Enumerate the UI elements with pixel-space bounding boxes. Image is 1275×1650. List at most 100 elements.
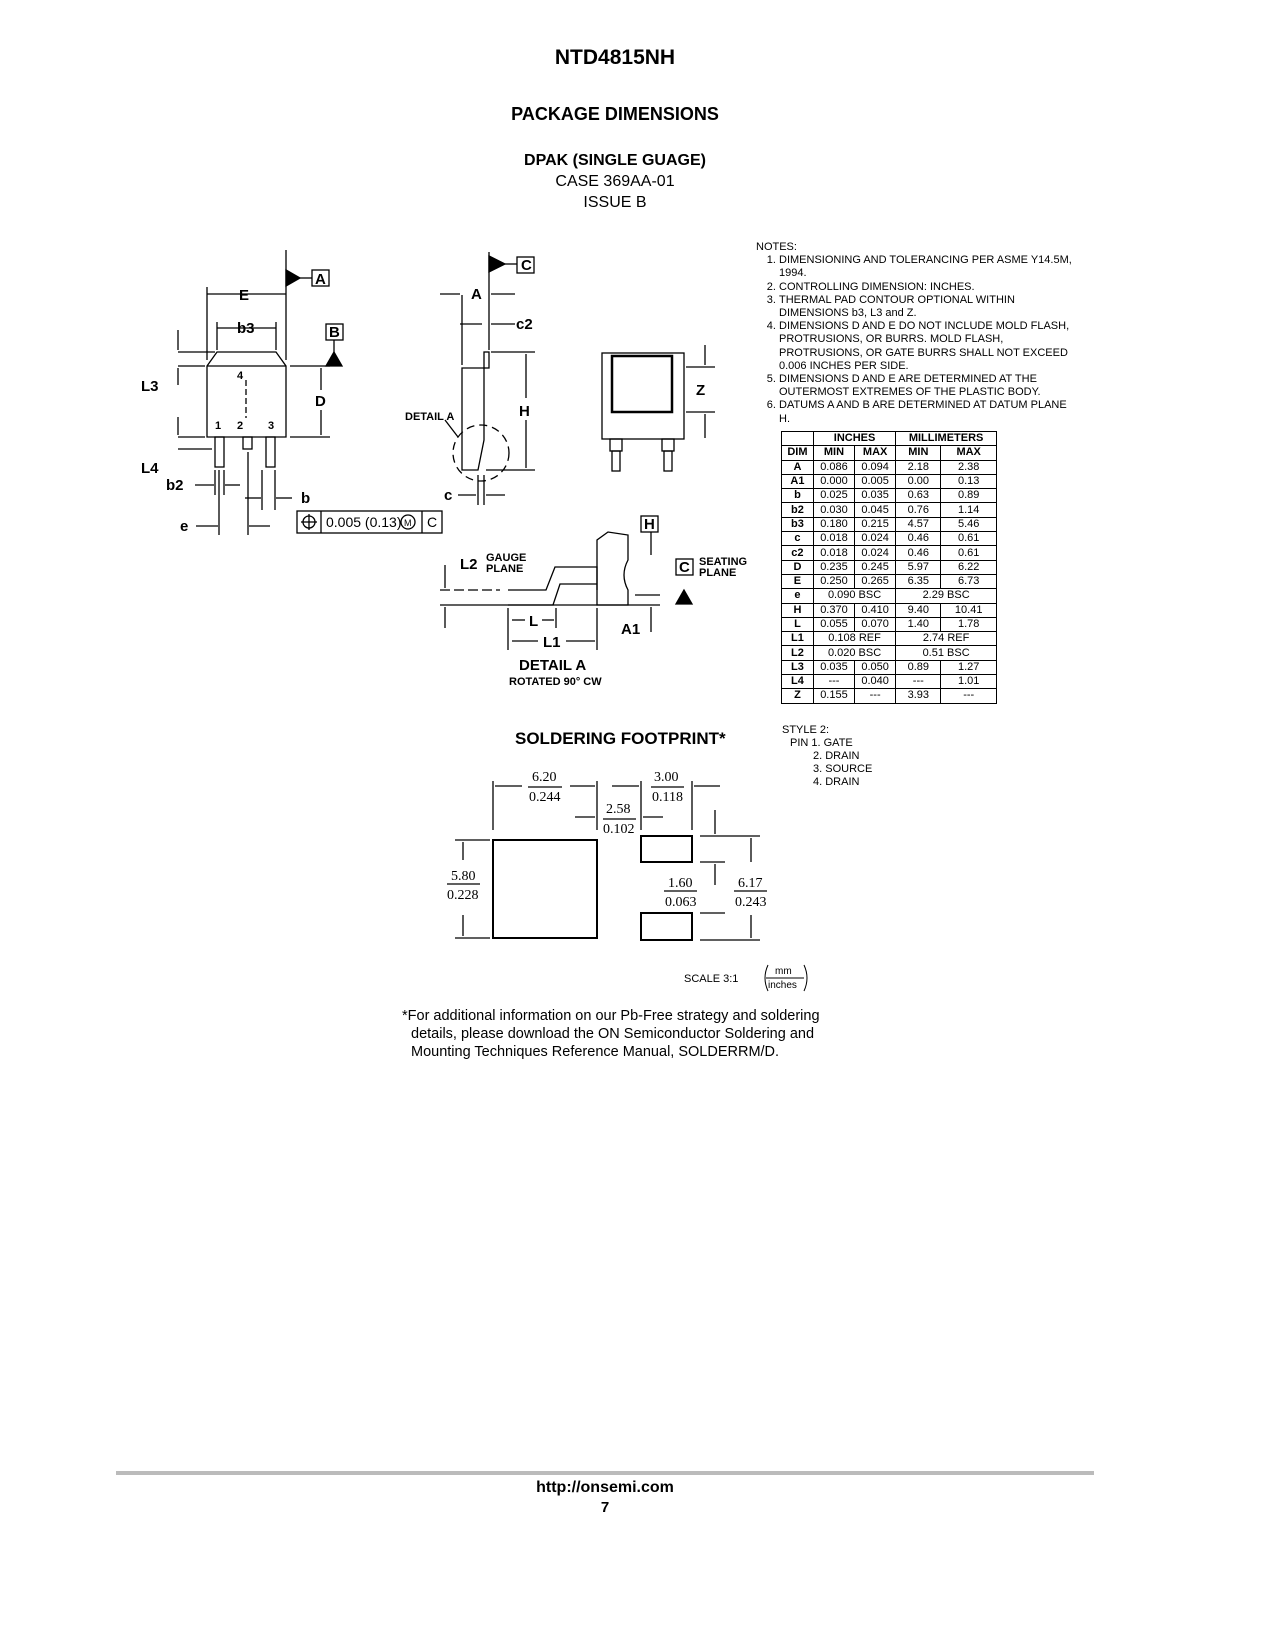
- value-cell: 0.024: [854, 545, 897, 561]
- seating-plane-label: PLANE: [699, 567, 736, 579]
- top-view: [177, 250, 344, 535]
- drawing-labels: E A b3 B L3 D L4 b2 b e 4 1 2 3 A C c2 H…: [141, 257, 797, 991]
- value-cell: ---: [854, 688, 897, 704]
- dim-cell: Z: [781, 688, 814, 704]
- value-cell: 0.245: [854, 559, 897, 575]
- tolerance-datum: C: [427, 514, 437, 530]
- value-cell: 5.46: [940, 516, 997, 533]
- label-A: A: [471, 286, 482, 303]
- value-cell: 0.370: [812, 602, 856, 618]
- datum-B: B: [329, 324, 340, 341]
- label-c2: c2: [516, 316, 533, 333]
- dim-mm: 3.00: [654, 770, 679, 785]
- note: DIMENSIONS D AND E ARE DETERMINED AT THE…: [779, 373, 1076, 399]
- col-header: DIM: [781, 445, 814, 461]
- pin-number: 2: [237, 420, 243, 432]
- value-cell: 1.27: [940, 659, 997, 676]
- dim-mm: 5.80: [451, 869, 476, 884]
- footnote: *For additional information on our Pb-Fr…: [402, 1007, 820, 1061]
- package-case: CASE 369AA-01: [555, 173, 675, 190]
- document-title: NTD4815NH: [554, 46, 676, 69]
- value-cell: 0.61: [940, 531, 997, 547]
- value-cell: 4.57: [895, 516, 942, 533]
- notes: NOTES: DIMENSIONING AND TOLERANCING PER …: [756, 241, 1076, 426]
- value-cell: 0.024: [854, 531, 897, 547]
- label-b3: b3: [237, 320, 255, 337]
- footnote-line: Mounting Techniques Reference Manual, SO…: [411, 1044, 780, 1060]
- value-cell: 0.155: [812, 688, 856, 704]
- detail-a-rotation: ROTATED 90° CW: [509, 676, 602, 688]
- bottom-view: [601, 345, 715, 472]
- side-view: [440, 252, 535, 505]
- note: DIMENSIONING AND TOLERANCING PER ASME Y1…: [779, 254, 1076, 280]
- header-inches: INCHES: [812, 430, 897, 447]
- datum-C-seating: C: [679, 559, 690, 576]
- label-e: e: [180, 518, 188, 535]
- label-D: D: [315, 393, 326, 410]
- note: THERMAL PAD CONTOUR OPTIONAL WITHIN DIME…: [779, 294, 1076, 320]
- header-mm: MILLIMETERS: [895, 430, 997, 447]
- col-header: MIN: [895, 445, 942, 461]
- detail-a-title: DETAIL A: [519, 657, 586, 674]
- tolerance-modifier: M: [404, 518, 412, 528]
- value-cell: 0.00: [895, 473, 942, 490]
- footer-divider: [116, 1471, 1094, 1475]
- detail-a-callout: DETAIL A: [405, 411, 454, 423]
- note: DIMENSIONS D AND E DO NOT INCLUDE MOLD F…: [779, 320, 1076, 373]
- label-Z: Z: [696, 382, 705, 399]
- tolerance-value: 0.005 (0.13): [326, 514, 402, 530]
- dim-inch: 0.244: [529, 790, 561, 805]
- note: DATUMS A AND B ARE DETERMINED AT DATUM P…: [779, 399, 1076, 425]
- label-b2: b2: [166, 477, 184, 494]
- value-cell: 0.46: [895, 545, 942, 561]
- dim-mm: 6.20: [532, 770, 557, 785]
- tolerance-frame: [296, 510, 443, 534]
- label-L4: L4: [141, 460, 159, 477]
- value-cell: 0.46: [895, 531, 942, 547]
- label-c: c: [444, 487, 452, 504]
- datum-A: A: [315, 271, 326, 288]
- label-L: L: [529, 613, 538, 630]
- page-number: 7: [600, 1499, 610, 1516]
- label-E: E: [239, 287, 249, 304]
- note: CONTROLLING DIMENSION: INCHES.: [779, 281, 1076, 294]
- dim-cell: L2: [781, 645, 814, 661]
- footprint-drawing: [447, 781, 808, 992]
- dim-inch: 0.118: [652, 790, 683, 805]
- footer-url[interactable]: http://onsemi.com: [536, 1479, 674, 1496]
- detail-a-view: [440, 515, 694, 650]
- value-cell: 0.050: [854, 659, 897, 676]
- pin-item: 2. DRAIN: [813, 750, 860, 762]
- seating-label: SEATING: [699, 556, 747, 568]
- value-cell: 0.055: [812, 616, 856, 633]
- package-info: DPAK (SINGLE GUAGE) CASE 369AA-01 ISSUE …: [0, 150, 1230, 213]
- dim-cell: b3: [781, 516, 814, 533]
- style-heading: STYLE 2:: [782, 724, 830, 736]
- unit-mm: mm: [775, 966, 792, 977]
- scale-label: SCALE 3:1: [684, 973, 738, 985]
- value-cell: 0.086: [812, 459, 856, 475]
- label-H: H: [519, 403, 530, 420]
- label-L3: L3: [141, 378, 159, 395]
- dim-inch: 0.228: [447, 888, 479, 903]
- dim-inch: 0.102: [603, 822, 635, 837]
- pin-number: 3: [268, 420, 274, 432]
- footnote-line: details, please download the ON Semicond…: [411, 1026, 815, 1042]
- dim-mm: 2.58: [606, 802, 631, 817]
- package-issue: ISSUE B: [583, 194, 647, 211]
- pin-number: 4: [237, 370, 244, 382]
- pin-number: 1: [215, 420, 221, 432]
- value-cell: 3.93: [895, 688, 942, 704]
- datum-C: C: [521, 257, 532, 274]
- datum-H: H: [644, 516, 655, 533]
- label-L2: L2: [460, 556, 478, 573]
